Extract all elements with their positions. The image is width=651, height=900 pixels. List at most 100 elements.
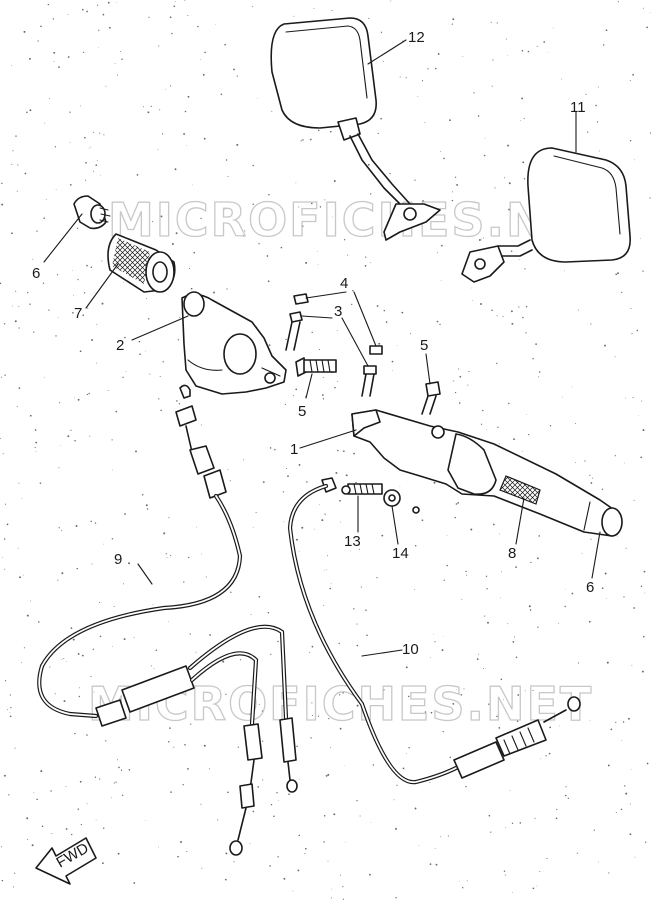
speckle-dot: [633, 607, 635, 609]
speckle-dot: [188, 267, 191, 269]
speckle-dot: [359, 548, 361, 550]
speckle-dot: [90, 266, 93, 269]
speckle-dot: [188, 556, 190, 559]
speckle-dot: [18, 327, 20, 329]
speckle-dot: [63, 700, 66, 703]
speckle-dot: [177, 339, 180, 341]
speckle-dot: [195, 526, 197, 528]
speckle-dot: [402, 767, 405, 770]
speckle-dot: [86, 10, 88, 13]
speckle-dot: [195, 651, 197, 653]
speckle-dot: [121, 58, 123, 61]
speckle-dot: [401, 311, 404, 314]
speckle-dot: [9, 712, 11, 713]
speckle-dot: [317, 715, 320, 717]
speckle-dot: [168, 517, 170, 519]
speckle-dot: [491, 85, 493, 87]
speckle-dot: [142, 106, 144, 108]
speckle-dot: [209, 634, 211, 636]
speckle-dot: [298, 206, 300, 208]
speckle-dot: [529, 609, 532, 611]
speckle-dot: [227, 791, 229, 794]
speckle-dot: [96, 362, 98, 364]
speckle-dot: [465, 786, 467, 788]
speckle-dot: [180, 841, 182, 843]
speckle-dot: [487, 621, 489, 624]
speckle-dot: [84, 136, 86, 139]
speckle-dot: [73, 294, 74, 296]
speckle-dot: [422, 200, 425, 203]
speckle-dot: [436, 320, 439, 323]
fwd-arrow-icon: FWD: [35, 837, 97, 885]
speckle-dot: [262, 740, 264, 742]
speckle-dot: [305, 261, 308, 264]
speckle-dot: [625, 547, 627, 549]
speckle-dot: [252, 6, 254, 7]
speckle-dot: [324, 570, 325, 571]
speckle-dot: [632, 73, 634, 76]
speckle-dot: [298, 550, 300, 552]
speckle-dot: [327, 773, 330, 776]
speckle-dot: [327, 860, 329, 862]
speckle-dot: [128, 562, 130, 565]
speckle-dot: [518, 306, 520, 308]
speckle-dot: [273, 815, 275, 818]
speckle-dot: [71, 833, 73, 836]
speckle-dot: [485, 575, 488, 577]
speckle-dot: [86, 734, 88, 736]
speckle-dot: [322, 377, 324, 378]
speckle-dot: [507, 55, 508, 56]
speckle-dot: [302, 139, 304, 141]
speckle-dot: [513, 636, 515, 638]
speckle-dot: [258, 595, 261, 598]
speckle-dot: [318, 348, 321, 351]
speckle-dot: [343, 283, 344, 284]
throttle-housing-part-2: [181, 291, 287, 395]
speckle-dot: [643, 570, 646, 573]
speckle-dot: [30, 600, 32, 602]
speckle-dot: [170, 554, 172, 556]
speckle-dot: [372, 764, 375, 766]
speckle-dot: [213, 291, 215, 294]
speckle-dot: [634, 856, 636, 858]
speckle-dot: [29, 303, 31, 305]
speckle-dot: [496, 22, 498, 24]
speckle-dot: [169, 727, 171, 729]
speckle-dot: [521, 97, 524, 100]
speckle-dot: [171, 243, 174, 245]
speckle-dot: [139, 353, 141, 355]
speckle-dot: [414, 588, 416, 590]
speckle-dot: [465, 570, 467, 573]
speckle-dot: [456, 183, 459, 186]
speckle-dot: [58, 467, 60, 469]
speckle-dot: [617, 1, 619, 3]
speckle-dot: [227, 468, 229, 470]
speckle-dot: [92, 648, 94, 650]
speckle-dot: [47, 3, 50, 6]
speckle-dot: [504, 874, 506, 876]
speckle-dot: [6, 709, 8, 711]
speckle-dot: [174, 168, 177, 171]
speckle-dot: [405, 666, 408, 669]
speckle-dot: [488, 703, 490, 705]
speckle-dot: [454, 176, 457, 178]
speckle-dot: [516, 720, 519, 722]
speckle-dot: [629, 833, 632, 836]
speckle-dot: [110, 797, 112, 799]
speckle-dot: [40, 25, 42, 28]
speckle-dot: [352, 289, 354, 292]
speckle-dot: [440, 280, 442, 282]
speckle-dot: [543, 41, 546, 43]
speckle-dot: [26, 817, 29, 820]
speckle-dot: [90, 676, 92, 678]
speckle-dot: [277, 856, 279, 858]
speckle-dot: [67, 13, 69, 15]
speckle-dot: [75, 525, 78, 527]
speckle-dot: [205, 576, 207, 578]
speckle-dot: [201, 867, 203, 869]
speckle-dot: [524, 690, 526, 692]
speckle-dot: [82, 314, 84, 317]
speckle-dot: [267, 280, 270, 283]
speckle-dot: [249, 843, 251, 844]
